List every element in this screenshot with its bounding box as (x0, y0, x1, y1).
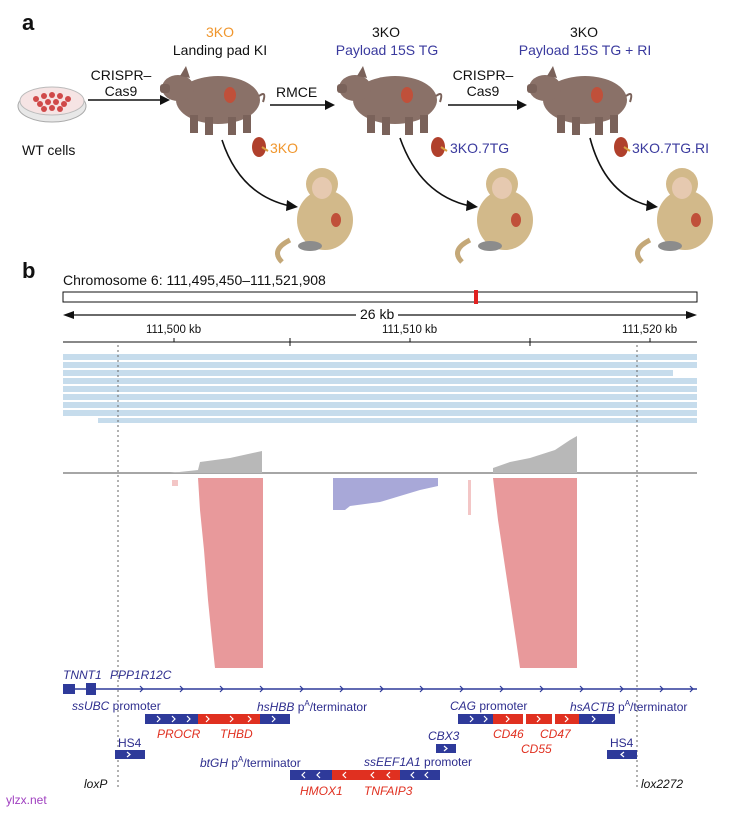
ppp1r12c-exon (86, 683, 96, 695)
pig3-description: Payload 15S TG + RI (518, 42, 652, 58)
splice-block-2 (493, 478, 577, 668)
loxp-label: loxP (84, 777, 108, 791)
ssubc-promoter-label: ssUBC promoter (72, 699, 161, 713)
panel-a-letter: a (22, 10, 35, 35)
curve-arrow-3 (589, 137, 651, 207)
tick-label-3: 111,520 kb (622, 324, 678, 336)
tick-label-1: 111,500 kb (146, 324, 202, 336)
cbx3-box (436, 744, 456, 753)
kidney1-label: 3KO (270, 140, 299, 156)
hmox1-label: HMOX1 (300, 784, 343, 798)
pig3-genotype: 3KO (569, 24, 598, 40)
kidney-icon-1 (252, 137, 269, 157)
crispr-label-1: CRISPR– Cas9 (90, 67, 152, 99)
hshbb-terminator-label: hsHBB pA/terminator (257, 699, 368, 714)
transgene-row-2 (290, 770, 440, 780)
chromosome-locus-marker (474, 290, 478, 304)
transgene-row-1 (145, 714, 615, 724)
pig1-description: Landing pad KI (172, 42, 268, 58)
kidney-icon-3 (614, 137, 631, 157)
wt-cells-label: WT cells (22, 142, 76, 158)
monkey-icon-1 (275, 168, 353, 264)
curve-arrow-1 (221, 139, 291, 207)
tick-label-2: 111,510 kb (382, 324, 438, 336)
chromosome-bar (62, 291, 698, 303)
monkey-icon-3 (635, 168, 713, 264)
hs4-right-label: HS4 (610, 736, 634, 750)
chromosome-label: Chromosome 6: 111,495,450–111,521,908 (63, 272, 326, 288)
tnnt1-exon (63, 684, 75, 694)
btgh-terminator-label: btGH pA/terminator (200, 755, 301, 770)
cd55-label: CD55 (521, 742, 552, 756)
cd47-label: CD47 (540, 727, 571, 741)
hsactb-terminator-label: hsACTB pA/terminator (570, 699, 688, 714)
kidney2-label: 3KO.7TG (450, 140, 510, 156)
pig-icon-3 (527, 66, 633, 135)
curve-arrow-2 (399, 137, 471, 207)
span-label: 26 kb (356, 306, 399, 322)
gene-label-ppp1r12c: PPP1R12C (110, 668, 172, 682)
rmce-label: RMCE (276, 84, 318, 100)
monkey-icon-2 (455, 168, 533, 264)
kidney3-label: 3KO.7TG.RI (632, 140, 710, 156)
watermark-credit: ylzx.net (6, 793, 47, 807)
coverage-peak-1 (170, 451, 262, 473)
splice-block-1 (198, 478, 263, 668)
sseef1a1-promoter-label: ssEEF1A1 promoter (364, 755, 473, 769)
pig1-genotype: 3KO (205, 24, 234, 40)
procr-label: PROCR (157, 727, 201, 741)
pig-icon-1 (160, 66, 266, 135)
cd46-label: CD46 (493, 727, 524, 741)
crispr-label-2: CRISPR– Cas9 (452, 67, 514, 99)
tnfaip3-label: TNFAIP3 (364, 784, 413, 798)
pig2-description: Payload 15S TG (335, 42, 439, 58)
pig-icon-2 (337, 66, 443, 135)
cbx3-label: CBX3 (428, 729, 460, 743)
hs4-left-label: HS4 (118, 736, 142, 750)
kidney-icon-2 (431, 137, 448, 157)
panel-b-letter: b (22, 258, 36, 283)
read-track (63, 354, 697, 423)
petri-dish-icon (17, 86, 87, 123)
intron-reads (333, 478, 438, 510)
lox2272-label: lox2272 (641, 777, 684, 791)
hs4-right-box (607, 750, 637, 759)
gene-label-tnnt1: TNNT1 (63, 668, 102, 682)
cag-promoter-label: CAG promoter (450, 699, 528, 713)
coverage-peak-2 (493, 436, 577, 473)
pig2-genotype: 3KO (371, 24, 400, 40)
thbd-label: THBD (220, 727, 253, 741)
